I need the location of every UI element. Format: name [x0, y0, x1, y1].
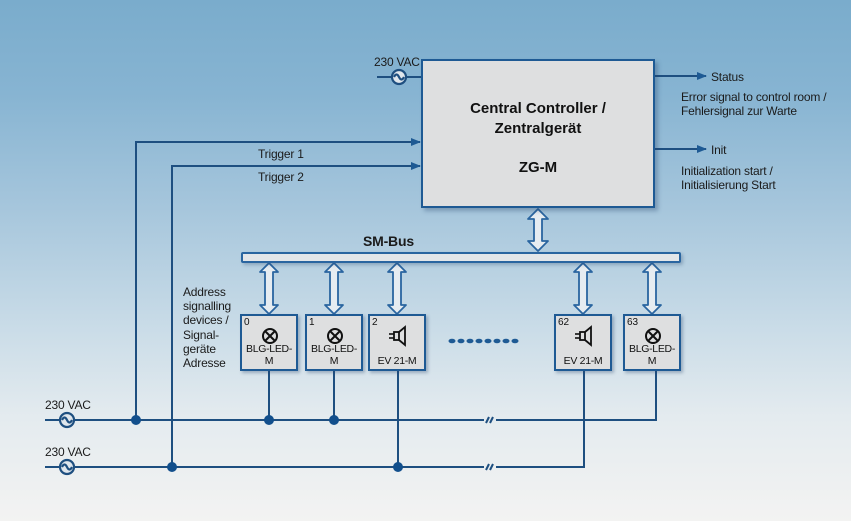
central-controller-box: Central Controller / Zentralgerät ZG-M [421, 59, 655, 208]
device-name: EV 21-M [563, 355, 603, 367]
controller-power-label: 230 VAC [374, 55, 420, 69]
supply-line-1-end [496, 371, 657, 421]
status-label: Status [711, 70, 744, 84]
lamp-icon [262, 328, 278, 344]
ellipsis-dots [448, 338, 519, 344]
trigger-2-label: Trigger 2 [258, 170, 304, 184]
status-desc-line1: Error signal to control room / [681, 90, 827, 104]
bus-device-2-arrow [387, 262, 407, 315]
speaker-icon [389, 325, 406, 347]
device-address: 2 [372, 317, 378, 328]
supply-2-label: 230 VAC [45, 445, 91, 459]
device-address: 63 [627, 317, 639, 328]
junction-dot [329, 415, 339, 425]
init-label: Init [711, 143, 727, 157]
ac-source-icon [58, 458, 76, 476]
device-62: 62 EV 21-M [554, 314, 612, 371]
line-break-mark [485, 463, 494, 471]
trigger-1-label: Trigger 1 [258, 147, 304, 161]
lamp-icon [645, 328, 661, 344]
bus-device-1-arrow [324, 262, 344, 315]
line-break-mark [485, 416, 494, 424]
init-desc-line2: Initialisierung Start [681, 178, 776, 192]
device-0: 0 BLG-LED-M [240, 314, 298, 371]
ac-source-icon [58, 411, 76, 429]
speaker-icon [575, 325, 592, 347]
junction-dot [167, 462, 177, 472]
device-name: BLG-LED-M [310, 343, 358, 367]
bus-device-63-arrow [642, 262, 662, 315]
lamp-icon [327, 328, 343, 344]
device-name: BLG-LED-M [628, 343, 676, 367]
device-name: EV 21-M [377, 355, 417, 367]
init-desc-line1: Initialization start / [681, 164, 773, 178]
device-2: 2 EV 21-M [368, 314, 426, 371]
bus-device-62-arrow [573, 262, 593, 315]
junction-dot [264, 415, 274, 425]
trigger-1-line [135, 138, 421, 420]
bus-label: SM-Bus [363, 233, 414, 249]
junction-dot [131, 415, 141, 425]
device-1: 1 BLG-LED-M [305, 314, 363, 371]
supply-line-2-end [496, 371, 585, 468]
supply-1-label: 230 VAC [45, 398, 91, 412]
bus-device-0-arrow [259, 262, 279, 315]
address-note: Address signalling devices / Signal- ger… [183, 285, 232, 371]
controller-bus-arrow [527, 208, 549, 252]
device-address: 62 [558, 317, 570, 328]
sm-bus [241, 252, 681, 263]
device-address: 1 [309, 317, 315, 328]
status-desc-line2: Fehlersignal zur Warte [681, 104, 797, 118]
device-address: 0 [244, 317, 250, 328]
device-63: 63 BLG-LED-M [623, 314, 681, 371]
trigger-2-line [171, 162, 421, 467]
device-name: BLG-LED-M [245, 343, 293, 367]
ac-source-icon [390, 68, 408, 86]
junction-dot [393, 462, 403, 472]
controller-title: Central Controller / Zentralgerät [470, 100, 606, 137]
controller-model: ZG-M [518, 159, 558, 176]
